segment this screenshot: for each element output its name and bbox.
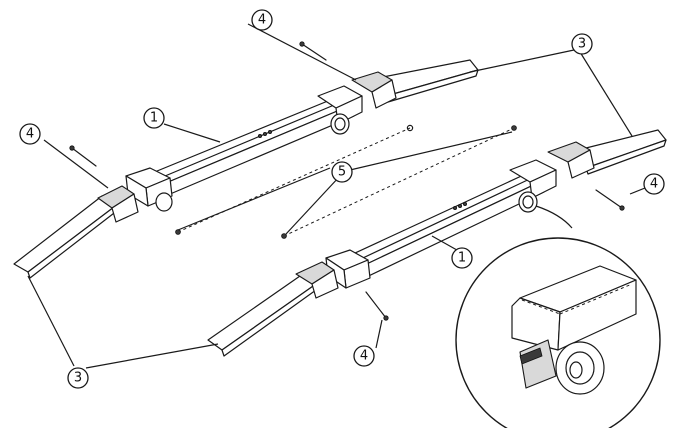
svg-text:4: 4 (650, 177, 658, 192)
leg-right (547, 129, 667, 179)
leg-bottom (207, 261, 339, 357)
callout-wire: 5 (331, 161, 353, 183)
svg-text:1: 1 (458, 251, 466, 266)
screw-bottom (365, 291, 387, 319)
callout-leg-1: 3 (571, 33, 593, 55)
callout-base-2: 1 (451, 247, 473, 269)
svg-text:4: 4 (360, 349, 368, 364)
leg-left (13, 185, 139, 279)
svg-text:4: 4 (258, 13, 266, 28)
svg-text:1: 1 (150, 111, 158, 126)
base-left (125, 85, 363, 212)
screw-top (301, 43, 327, 61)
caster-detail (455, 205, 661, 428)
callout-screw-2: 4 (19, 123, 41, 145)
svg-text:3: 3 (74, 371, 82, 386)
screw-right (595, 189, 623, 209)
svg-text:5: 5 (338, 165, 346, 180)
callout-screw-1: 4 (251, 9, 273, 31)
leg-top-right (351, 59, 479, 109)
svg-text:3: 3 (578, 37, 586, 52)
screw-left (71, 147, 97, 167)
callout-screw-4: 4 (353, 345, 375, 367)
callout-screw-3: 4 (643, 173, 665, 195)
callout-base-1: 1 (143, 107, 165, 129)
svg-text:4: 4 (26, 127, 34, 142)
base-right (325, 159, 557, 289)
callout-leg-2: 3 (67, 367, 89, 389)
screws (69, 41, 625, 321)
